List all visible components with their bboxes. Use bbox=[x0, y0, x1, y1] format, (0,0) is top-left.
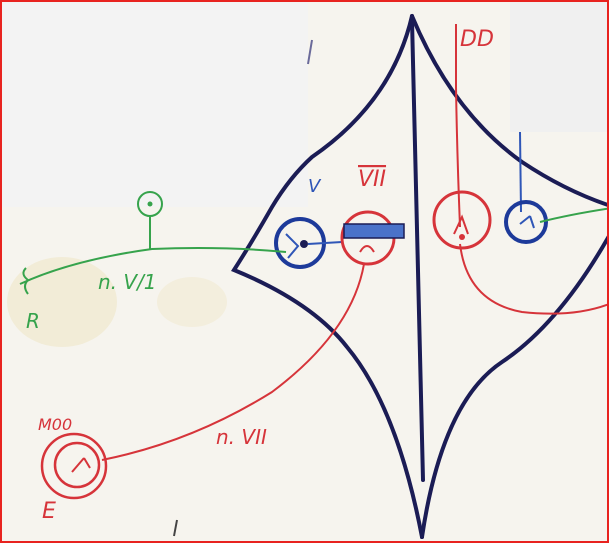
margin-mark bbox=[308, 40, 312, 64]
paper-stain-2 bbox=[157, 277, 227, 327]
redaction-block-right bbox=[510, 2, 609, 132]
nucleus-v-dot bbox=[300, 240, 308, 248]
label-effector: E bbox=[42, 499, 56, 524]
dd-neuron-dot bbox=[459, 234, 465, 240]
outline-right-lower-edge bbox=[422, 227, 609, 537]
blue-descending-line bbox=[520, 132, 521, 212]
label-effector-code: M00 bbox=[38, 415, 72, 434]
label-nerve-vii: n. VII bbox=[216, 425, 267, 449]
redaction-bar bbox=[344, 224, 404, 238]
label-nerve-v1: n. V/1 bbox=[98, 270, 157, 294]
dd-line bbox=[456, 24, 460, 227]
sensory-ganglion-dot bbox=[148, 202, 153, 207]
blue-neuron-icon bbox=[520, 216, 534, 228]
label-nucleus-vii: VII bbox=[358, 167, 386, 192]
dd-neuron-icon bbox=[454, 217, 468, 234]
label-nucleus-v: V bbox=[308, 176, 322, 197]
nucleus-vii-neuron-icon bbox=[360, 246, 374, 252]
label-dd: DD bbox=[460, 27, 494, 52]
midline bbox=[412, 20, 423, 480]
effector-neuron-icon bbox=[72, 458, 90, 472]
dd-outflow-line bbox=[460, 244, 609, 314]
margin-mark-bottom bbox=[174, 520, 177, 536]
interneuron-line bbox=[308, 242, 342, 244]
redaction-block-left bbox=[2, 2, 308, 207]
nucleus-v-neuron-icon bbox=[286, 234, 298, 258]
label-receptor: R bbox=[26, 309, 40, 333]
green-right-line bbox=[540, 208, 609, 222]
